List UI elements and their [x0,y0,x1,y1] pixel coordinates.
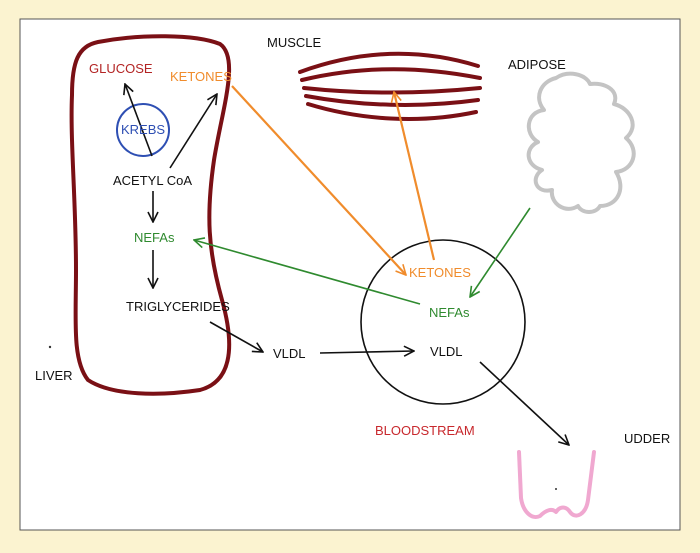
adipose-label: ADIPOSE [508,57,566,72]
acetyl-coa-label: ACETYL CoA [113,173,192,188]
blood-ketones-label: KETONES [409,265,471,280]
stray-dot-udder [555,488,557,490]
udder-shape [517,450,596,519]
stray-dot-liver [48,345,52,349]
arrow-triglycerides-to-vldl [209,321,263,352]
arrow-blood-ketones-to-muscle [394,92,436,261]
panel-background [19,18,681,531]
arrow-liver-ketones-to-blood-ketones [231,85,406,275]
arrow-vldl-to-blood-vldl [319,351,414,353]
liver-nefas-label: NEFAs [134,230,175,245]
triglycerides-label: TRIGLYCERIDES [126,299,230,314]
arrow-blood-nefas-to-liver-nefas [194,240,421,305]
arrow-blood-vldl-to-udder [479,361,569,445]
liver-ketones-label: KETONES [170,69,232,84]
muscle-label: MUSCLE [267,35,322,50]
blood-nefas-label: NEFAs [429,305,470,320]
arrow-krebs-to-glucose [125,84,153,157]
muscle-shape [298,51,482,121]
arrow-acetyl-to-ketones [169,94,217,169]
blood-vldl-label: VLDL [430,344,463,359]
udder-label: UDDER [624,431,671,446]
glucose-label: GLUCOSE [89,61,153,76]
bloodstream-label: BLOODSTREAM [375,423,475,438]
arrow-adipose-to-blood-nefas [470,207,531,297]
liver-label: LIVER [35,368,73,383]
adipose-shape [526,71,636,214]
liver-vldl-label: VLDL [273,346,306,361]
bloodstream-circle [360,239,526,405]
liver-outline [69,34,232,396]
krebs-label: KREBS [121,122,166,137]
krebs-circle [116,103,170,157]
